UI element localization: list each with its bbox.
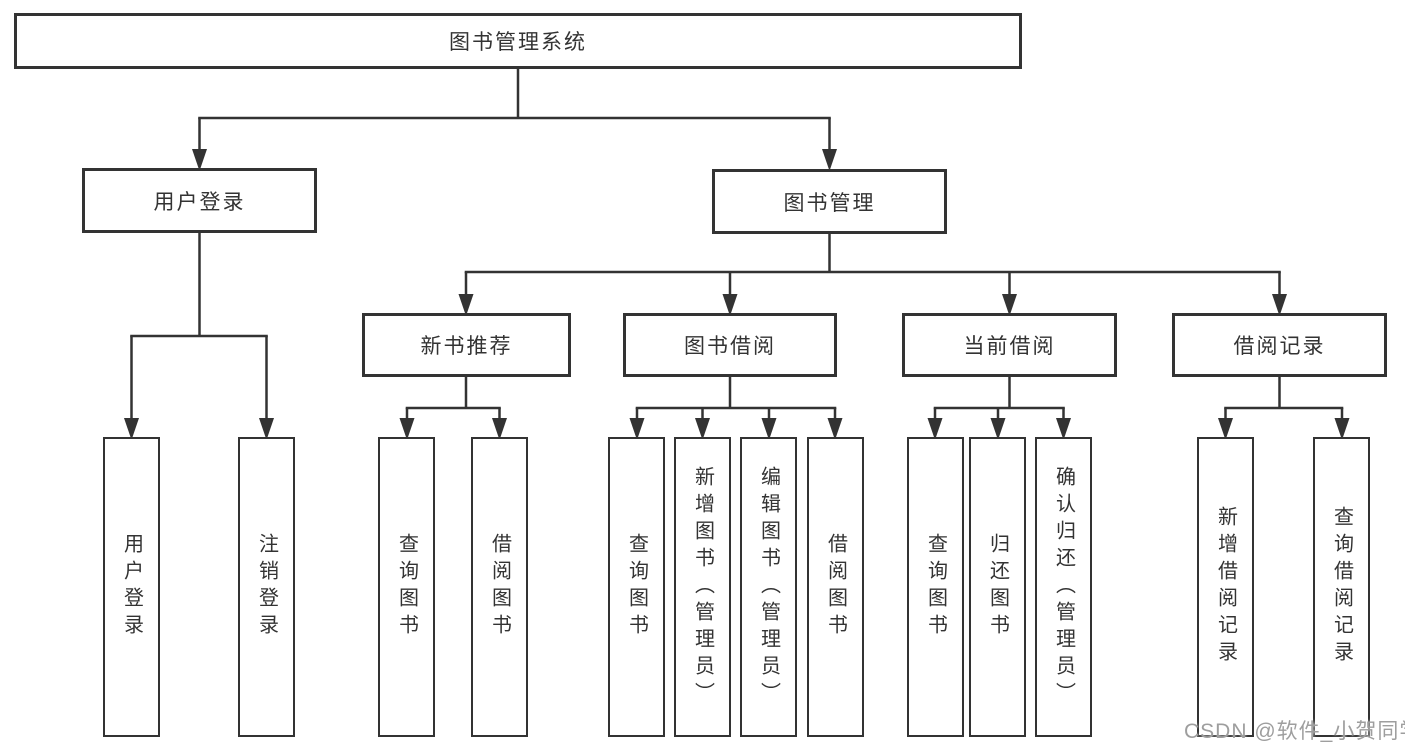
arrowhead — [827, 418, 843, 440]
leaf-bb-edit-book: 编辑图书（管理员） — [740, 437, 797, 737]
arrowhead — [192, 149, 207, 171]
node-borrow-record-label: 借阅记录 — [1233, 335, 1326, 358]
leaf-cb-confirm-return-label: 确认归还（管理员） — [1052, 465, 1075, 709]
arrowhead — [990, 418, 1006, 440]
node-book-borrow-label: 图书借阅 — [684, 335, 776, 358]
leaf-bb-add-book-label: 新增图书（管理员） — [691, 465, 714, 709]
leaf-bb-borrow-book: 借阅图书 — [807, 437, 864, 737]
leaf-cb-query-book-label: 查询图书 — [924, 533, 947, 641]
node-new-book-rec: 新书推荐 — [362, 313, 571, 377]
node-new-book-rec-label: 新书推荐 — [420, 335, 513, 358]
arrowhead — [822, 149, 837, 171]
node-book-mgmt: 图书管理 — [712, 169, 947, 234]
node-current-borrow-label: 当前借阅 — [963, 335, 1056, 358]
arrowhead — [1002, 294, 1017, 316]
arrowhead — [695, 418, 710, 440]
node-user-login: 用户登录 — [82, 168, 317, 233]
arrowhead — [492, 418, 507, 440]
leaf-cb-query-book: 查询图书 — [907, 437, 964, 737]
leaf-br-query-record-label: 查询借阅记录 — [1330, 506, 1353, 668]
node-root-label: 图书管理系统 — [449, 31, 587, 54]
leaf-rec-query-book-label: 查询图书 — [395, 533, 418, 641]
arrowhead — [1056, 418, 1071, 440]
arrowhead — [1334, 418, 1350, 440]
node-user-login-label: 用户登录 — [153, 190, 246, 214]
leaf-cb-confirm-return: 确认归还（管理员） — [1035, 437, 1092, 737]
leaf-cb-return-book-label: 归还图书 — [986, 533, 1009, 641]
node-book-borrow: 图书借阅 — [623, 313, 837, 377]
csdn-watermark: CSDN @软件_小贺同学 — [1184, 720, 1405, 743]
arrowhead — [761, 418, 777, 440]
leaf-cb-return-book: 归还图书 — [969, 437, 1026, 737]
node-borrow-record: 借阅记录 — [1172, 313, 1387, 377]
node-root: 图书管理系统 — [14, 13, 1022, 69]
leaf-bb-query-book: 查询图书 — [608, 437, 665, 737]
arrowhead — [1218, 418, 1233, 440]
leaf-br-add-record-label: 新增借阅记录 — [1214, 506, 1237, 668]
arrowhead — [722, 294, 738, 316]
leaf-bb-add-book: 新增图书（管理员） — [674, 437, 731, 737]
arrowhead — [399, 418, 415, 440]
leaf-br-add-record: 新增借阅记录 — [1197, 437, 1254, 737]
leaf-logout-label: 注销登录 — [255, 533, 278, 641]
leaf-br-query-record: 查询借阅记录 — [1313, 437, 1370, 737]
leaf-rec-query-book: 查询图书 — [378, 437, 435, 737]
arrowhead — [629, 418, 645, 440]
node-current-borrow: 当前借阅 — [902, 313, 1117, 377]
leaf-logout: 注销登录 — [238, 437, 295, 737]
leaf-bb-query-book-label: 查询图书 — [625, 533, 648, 641]
arrowhead — [1272, 294, 1287, 316]
leaf-rec-borrow-book-label: 借阅图书 — [488, 533, 511, 641]
leaf-rec-borrow-book: 借阅图书 — [471, 437, 528, 737]
arrowhead — [927, 418, 943, 440]
arrowhead — [124, 418, 139, 440]
leaf-user-login: 用户登录 — [103, 437, 160, 737]
arrowhead — [259, 418, 274, 440]
leaf-user-login-label: 用户登录 — [120, 533, 143, 641]
arrowhead — [458, 294, 474, 316]
node-book-mgmt-label: 图书管理 — [783, 191, 876, 215]
leaf-bb-edit-book-label: 编辑图书（管理员） — [757, 465, 780, 709]
leaf-bb-borrow-book-label: 借阅图书 — [824, 533, 847, 641]
